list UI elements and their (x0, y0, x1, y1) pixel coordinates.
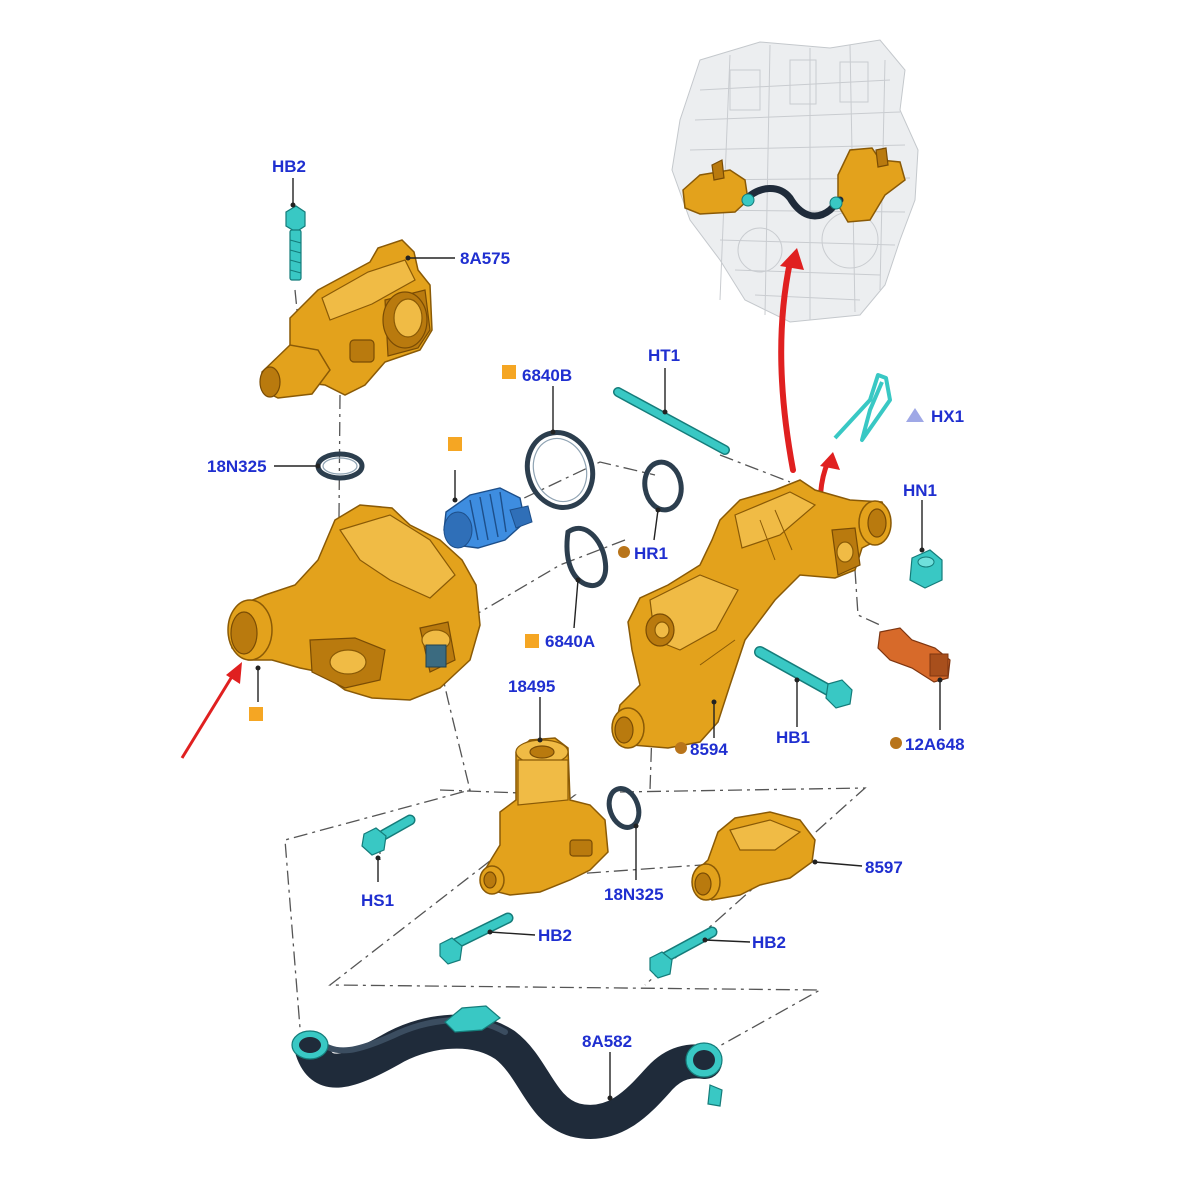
orange-square-marker-icon (448, 437, 462, 451)
part-8a575-housing (259, 239, 433, 399)
part-thermostat-housing-left (227, 504, 481, 701)
markers (249, 365, 924, 754)
part-6840a-gasket (564, 525, 609, 588)
part-hs1-bolt (361, 814, 416, 856)
orange-square-marker-icon (249, 707, 263, 721)
part-hb1-bolt (754, 646, 853, 709)
part-8597-outlet (691, 811, 816, 901)
part-hn1-cap (909, 549, 943, 589)
part-hx1-clip (833, 373, 892, 442)
label-6840b: 6840B (522, 366, 572, 385)
part-ht1-tube (613, 387, 730, 455)
part-8594-housing (611, 479, 892, 749)
label-8594: 8594 (690, 740, 728, 759)
part-thermostat-element (443, 487, 533, 549)
label-hs1: HS1 (361, 891, 394, 910)
hose-clamp-mid (444, 1005, 501, 1033)
part-hr1-ring (642, 459, 684, 513)
part-18495-pump (479, 737, 609, 896)
label-hb1: HB1 (776, 728, 810, 747)
brown-dot-marker-icon (618, 546, 630, 558)
part-18n325-ring-mid (606, 786, 642, 830)
orange-square-marker-icon (525, 634, 539, 648)
part-6840b-gasket (524, 430, 596, 510)
label-hb2-mid: HB2 (538, 926, 572, 945)
orange-square-marker-icon (502, 365, 516, 379)
hose-clamp-right (685, 1042, 723, 1107)
hose-clamp-left (291, 1030, 329, 1060)
label-hb2-right: HB2 (752, 933, 786, 952)
leader-lines (255, 178, 943, 1101)
label-18n325-left: 18N325 (207, 457, 267, 476)
label-hb2-top: HB2 (272, 157, 306, 176)
part-labels: HB2 8A575 18N325 6840B HT1 HX1 HN1 HR1 6… (207, 157, 965, 1051)
part-8a582-hose (291, 1005, 723, 1139)
engine-overview-inset (671, 39, 919, 323)
label-6840a: 6840A (545, 632, 595, 651)
part-hb2-bolt-top (285, 205, 306, 281)
part-hb2-bolt-mid (439, 912, 514, 965)
label-hx1: HX1 (931, 407, 964, 426)
label-18n325-mid: 18N325 (604, 885, 664, 904)
red-arrows (180, 248, 840, 759)
label-18495: 18495 (508, 677, 555, 696)
label-hn1: HN1 (903, 481, 937, 500)
label-ht1: HT1 (648, 346, 680, 365)
brown-dot-marker-icon (890, 737, 902, 749)
blue-triangle-marker-icon (906, 408, 924, 422)
part-18n325-ring-left (315, 451, 365, 481)
label-8a582: 8A582 (582, 1032, 632, 1051)
part-12a648-sensor (877, 627, 951, 683)
label-8a575: 8A575 (460, 249, 510, 268)
label-12a648: 12A648 (905, 735, 965, 754)
label-hr1: HR1 (634, 544, 668, 563)
part-hb2-bolt-right (649, 926, 718, 979)
brown-dot-marker-icon (675, 742, 687, 754)
label-8597: 8597 (865, 858, 903, 877)
